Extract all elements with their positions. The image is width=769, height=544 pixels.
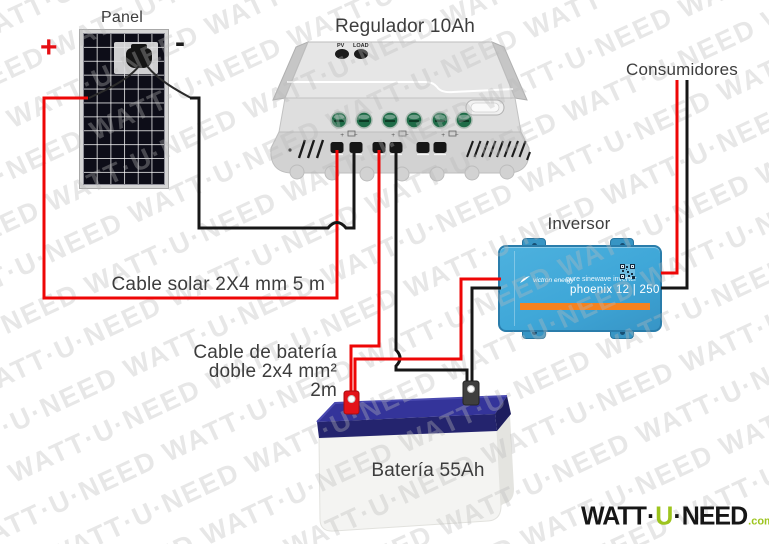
regulator-pv-label: PV [337,43,345,49]
logo-dot: · [646,501,655,531]
load-terminal-icon [448,130,457,137]
cable-battery-label: Cable de batería doble 2x4 mm² 2m [117,343,337,400]
wire-consumers-neutral [661,80,689,290]
regulator-seam-line [287,81,514,94]
terminal-pair-marks-pv: + − [340,132,361,139]
victron-brand: victron energy [520,276,574,284]
inverter-body: victron energy pure sinewave inverter ph… [498,245,662,332]
battery-top-highlight [316,395,508,423]
panel-label: Panel [101,9,143,26]
inverter-subtitle: pure sinewave inverter [566,276,637,283]
inverter-model: phoenix 12 | 250 [570,284,660,296]
battery-label: Batería 55Ah [371,460,485,481]
wire-regulator-battery-negative [394,150,469,384]
wire-inverter-negative [470,286,501,384]
cable-battery-line2: doble 2x4 mm² [208,361,337,382]
battery-terminal-icon [398,130,407,137]
wire-regulator-battery-positive [349,150,381,394]
logo-u: U [655,501,673,531]
logo-need: NEED [681,501,748,531]
qr-code-icon [620,264,635,279]
regulator-load-button [354,49,368,59]
victron-wing-icon [520,276,530,283]
battery-top-front [317,414,497,438]
victron-brand-text: victron energy [533,276,574,284]
battery-top-side [495,396,511,431]
logo-dot: · [673,501,681,531]
logo-com: .com [748,514,769,528]
inverter-seam [514,251,515,326]
regulator-pv-button [335,49,349,59]
wire-consumers-live [661,80,679,275]
terminal-pair-marks-load: + − [441,132,462,139]
cable-battery-line1: Cable de batería [193,342,337,363]
battery-body-side [497,415,514,506]
wattuneed-logo: WATT·U·NEED.com [581,501,769,531]
panel-plus-sign: + [40,31,58,64]
logo-watt: WATT [581,501,647,531]
inverter-orange-stripe [520,303,650,310]
regulator-label: Regulador 10Ah [334,16,476,37]
panel-minus-sign: - [175,26,185,59]
regulator-top-face [284,41,516,99]
panel-connector-icon [126,44,152,68]
charge-regulator-device: PV LOAD + − + − + − [270,41,531,182]
inverter-label: Inversor [547,214,611,233]
consumers-label: Consumidores [625,60,738,79]
battery-body-front [318,429,502,532]
terminal-pair-marks-battery: + − [391,132,412,139]
regulator-right-vents [466,140,531,161]
inverter-device: victron energy pure sinewave inverter ph… [498,238,662,339]
cable-battery-line3: 2m [310,380,337,401]
battery-device [316,395,514,532]
regulator-display-inner [470,102,500,113]
regulator-load-label: LOAD [353,43,369,49]
cable-solar-label: Cable solar 2X4 mm 5 m [111,274,325,295]
wire-inverter-positive [353,277,501,392]
